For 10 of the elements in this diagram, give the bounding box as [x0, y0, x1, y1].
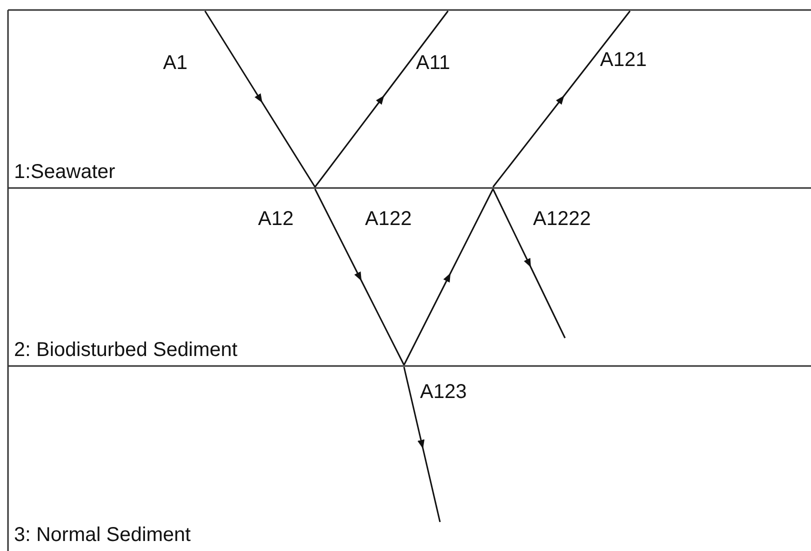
layer-label: 2: Biodisturbed Sediment	[14, 340, 238, 360]
ray-label: A122	[365, 209, 412, 229]
ray-label: A121	[600, 50, 647, 70]
layer-label: 3: Normal Sediment	[14, 525, 191, 545]
ray-label: A1	[163, 53, 188, 73]
ray-label: A11	[416, 53, 450, 73]
ray-label: A1222	[533, 209, 591, 229]
ray-label: A123	[420, 382, 467, 402]
layer-label: 1:Seawater	[14, 162, 116, 182]
ray-label: A12	[258, 209, 294, 229]
